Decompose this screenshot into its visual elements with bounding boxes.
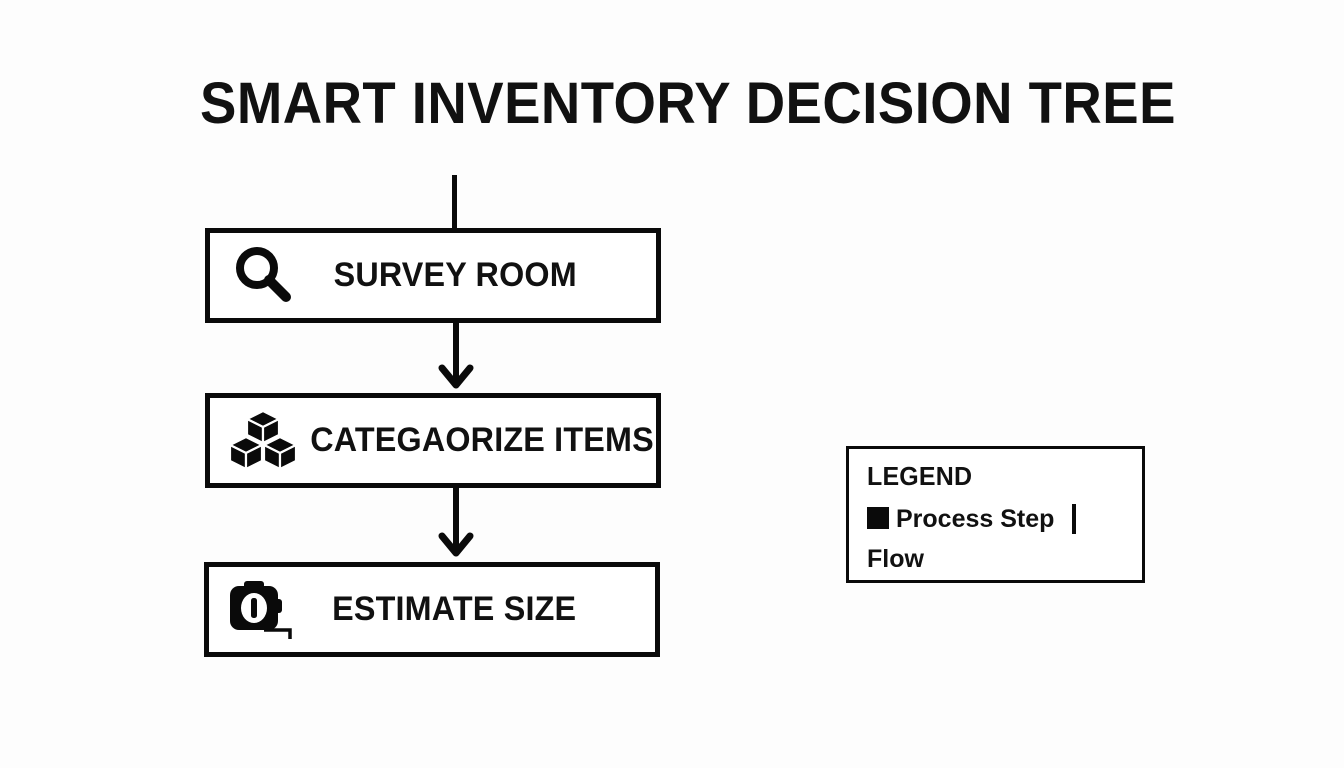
magnifier-icon (226, 239, 300, 313)
legend-entry-process-step: Process Step (867, 505, 1054, 533)
tape-measure-icon (225, 573, 299, 647)
filled-square-swatch-icon (867, 507, 889, 529)
process-box-label: CATEGAORIZE ITEMS (310, 421, 654, 459)
vertical-line-swatch-icon (1072, 504, 1077, 534)
flow-arrow-down-2 (430, 488, 482, 563)
page-title: SMART INVENTORY DECISION TREE (200, 71, 1176, 136)
process-box-categorize-items[interactable]: CATEGAORIZE ITEMS (205, 393, 661, 488)
legend: LEGEND Process StepFlow (846, 446, 1145, 583)
entry-connector-line (452, 175, 457, 230)
legend-entry-label: Process Step (896, 505, 1055, 533)
process-box-label: ESTIMATE SIZE (332, 590, 577, 628)
cubes-icon (226, 404, 300, 478)
process-box-estimate-size[interactable]: ESTIMATE SIZE (204, 562, 660, 657)
legend-entries: Process StepFlow (867, 499, 1117, 579)
flow-arrow-down-1 (430, 322, 482, 394)
process-box-survey-room[interactable]: SURVEY ROOM (205, 228, 661, 323)
legend-title: LEGEND (867, 461, 973, 491)
legend-entry-flow: Flow (867, 504, 1086, 573)
process-box-label: SURVEY ROOM (333, 256, 577, 294)
legend-entry-label: Flow (867, 545, 924, 573)
